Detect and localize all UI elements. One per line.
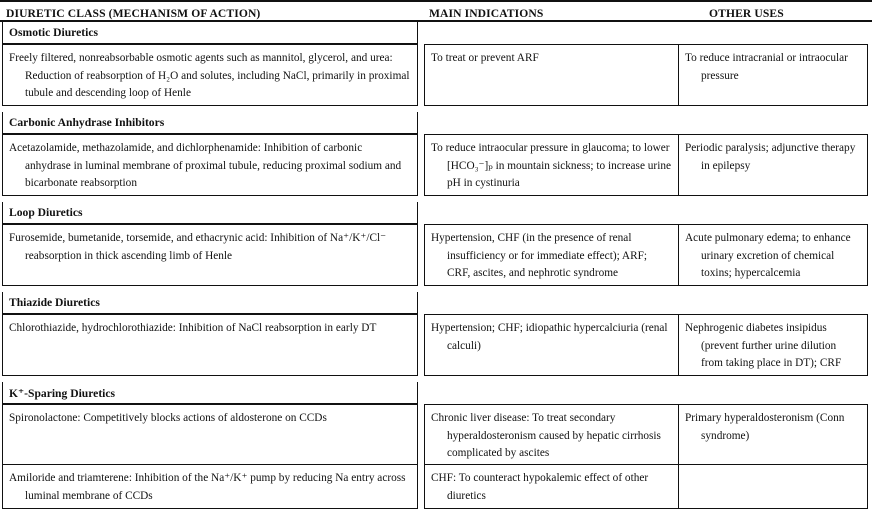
section-heading-cell: Loop Diuretics: [0, 202, 421, 224]
section-heading-cell: Osmotic Diuretics: [0, 22, 421, 44]
section-spacer-col2: [421, 202, 679, 224]
section-spacer-col2: [421, 382, 679, 404]
section-spacer-col2: [421, 292, 679, 314]
row-cell-mechanism: Furosemide, bumetanide, torsemide, and e…: [0, 224, 421, 286]
table-row: Amiloride and triamterene: Inhibition of…: [0, 465, 872, 509]
section-spacer-col2: [421, 22, 679, 44]
other-uses-text: To reduce intracranial or intraocular pr…: [679, 44, 868, 106]
section-heading-row: Thiazide Diuretics: [0, 292, 872, 314]
main-indications-text: Chronic liver disease: To treat secondar…: [424, 404, 679, 465]
mechanism-text: Chlorothiazide, hydrochlorothiazide: Inh…: [2, 314, 418, 376]
other-uses-text: [679, 465, 868, 509]
section-spacer-col3: [679, 202, 872, 224]
section-heading-cell: Carbonic Anhydrase Inhibitors: [0, 112, 421, 134]
section-heading-k-sparing-diuretics: K⁺-Sparing Diuretics: [2, 382, 418, 404]
row-cell-main-indications: To reduce intraocular pressure in glauco…: [421, 134, 679, 196]
mechanism-text: Acetazolamide, methazolamide, and dichlo…: [2, 134, 418, 196]
row-cell-mechanism: Freely filtered, nonreabsorbable osmotic…: [0, 44, 421, 106]
section-heading-cell: K⁺-Sparing Diuretics: [0, 382, 421, 404]
row-cell-other-uses: Acute pulmonary edema; to enhance urinar…: [679, 224, 872, 286]
header-cell-col1: DIURETIC CLASS (MECHANISM OF ACTION): [0, 0, 421, 22]
row-cell-other-uses: Primary hyperaldosteronism (Conn syndrom…: [679, 404, 872, 465]
section-heading-loop-diuretics: Loop Diuretics: [2, 202, 418, 224]
other-uses-text: Periodic paralysis; adjunctive therapy i…: [679, 134, 868, 196]
other-uses-text: Nephrogenic diabetes insipidus (prevent …: [679, 314, 868, 376]
row-cell-other-uses: Periodic paralysis; adjunctive therapy i…: [679, 134, 872, 196]
section-spacer-col2: [421, 112, 679, 134]
row-cell-mechanism: Spironolactone: Competitively blocks act…: [0, 404, 421, 465]
header-cell-col2: MAIN INDICATIONS: [421, 0, 679, 22]
table-row: Freely filtered, nonreabsorbable osmotic…: [0, 44, 872, 106]
table-row: Chlorothiazide, hydrochlorothiazide: Inh…: [0, 314, 872, 376]
table-row: Acetazolamide, methazolamide, and dichlo…: [0, 134, 872, 196]
row-cell-main-indications: Hypertension; CHF; idiopathic hypercalci…: [421, 314, 679, 376]
column-header-diuretic-class: DIURETIC CLASS (MECHANISM OF ACTION): [0, 0, 421, 22]
row-cell-other-uses: Nephrogenic diabetes insipidus (prevent …: [679, 314, 872, 376]
section-spacer-col3: [679, 22, 872, 44]
main-indications-text: Hypertension; CHF; idiopathic hypercalci…: [424, 314, 679, 376]
section-heading-osmotic-diuretics: Osmotic Diuretics: [2, 22, 418, 44]
row-cell-other-uses: To reduce intracranial or intraocular pr…: [679, 44, 872, 106]
mechanism-text: Spironolactone: Competitively blocks act…: [2, 404, 418, 465]
table-row: Spironolactone: Competitively blocks act…: [0, 404, 872, 465]
row-cell-main-indications: Chronic liver disease: To treat secondar…: [421, 404, 679, 465]
row-cell-other-uses: [679, 465, 872, 509]
section-spacer-col3: [679, 382, 872, 404]
section-spacer-col3: [679, 112, 872, 134]
row-cell-main-indications: CHF: To counteract hypokalemic effect of…: [421, 465, 679, 509]
main-indications-text: To treat or prevent ARF: [424, 44, 679, 106]
main-indications-text: Hypertension, CHF (in the presence of re…: [424, 224, 679, 286]
column-header-other-uses: OTHER USES: [679, 0, 872, 22]
section-heading-row: Osmotic Diuretics: [0, 22, 872, 44]
header-cell-col3: OTHER USES: [679, 0, 872, 22]
mechanism-text: Freely filtered, nonreabsorbable osmotic…: [2, 44, 418, 106]
column-header-main-indications: MAIN INDICATIONS: [421, 0, 679, 22]
row-cell-main-indications: To treat or prevent ARF: [421, 44, 679, 106]
mechanism-text: Amiloride and triamterene: Inhibition of…: [2, 465, 418, 509]
row-cell-main-indications: Hypertension, CHF (in the presence of re…: [421, 224, 679, 286]
other-uses-text: Acute pulmonary edema; to enhance urinar…: [679, 224, 868, 286]
row-cell-mechanism: Acetazolamide, methazolamide, and dichlo…: [0, 134, 421, 196]
other-uses-text: Primary hyperaldosteronism (Conn syndrom…: [679, 404, 868, 465]
section-spacer-col3: [679, 292, 872, 314]
section-heading-cell: Thiazide Diuretics: [0, 292, 421, 314]
row-cell-mechanism: Amiloride and triamterene: Inhibition of…: [0, 465, 421, 509]
section-heading-row: Loop Diuretics: [0, 202, 872, 224]
main-indications-text: To reduce intraocular pressure in glauco…: [424, 134, 679, 196]
section-heading-thiazide-diuretics: Thiazide Diuretics: [2, 292, 418, 314]
main-indications-text: CHF: To counteract hypokalemic effect of…: [424, 465, 679, 509]
section-heading-row: K⁺-Sparing Diuretics: [0, 382, 872, 404]
row-cell-mechanism: Chlorothiazide, hydrochlorothiazide: Inh…: [0, 314, 421, 376]
mechanism-text: Furosemide, bumetanide, torsemide, and e…: [2, 224, 418, 286]
table-header-row: DIURETIC CLASS (MECHANISM OF ACTION) MAI…: [0, 0, 872, 22]
section-heading-row: Carbonic Anhydrase Inhibitors: [0, 112, 872, 134]
section-heading-carbonic-anhydrase-inhibitors: Carbonic Anhydrase Inhibitors: [2, 112, 418, 134]
table-row: Furosemide, bumetanide, torsemide, and e…: [0, 224, 872, 286]
